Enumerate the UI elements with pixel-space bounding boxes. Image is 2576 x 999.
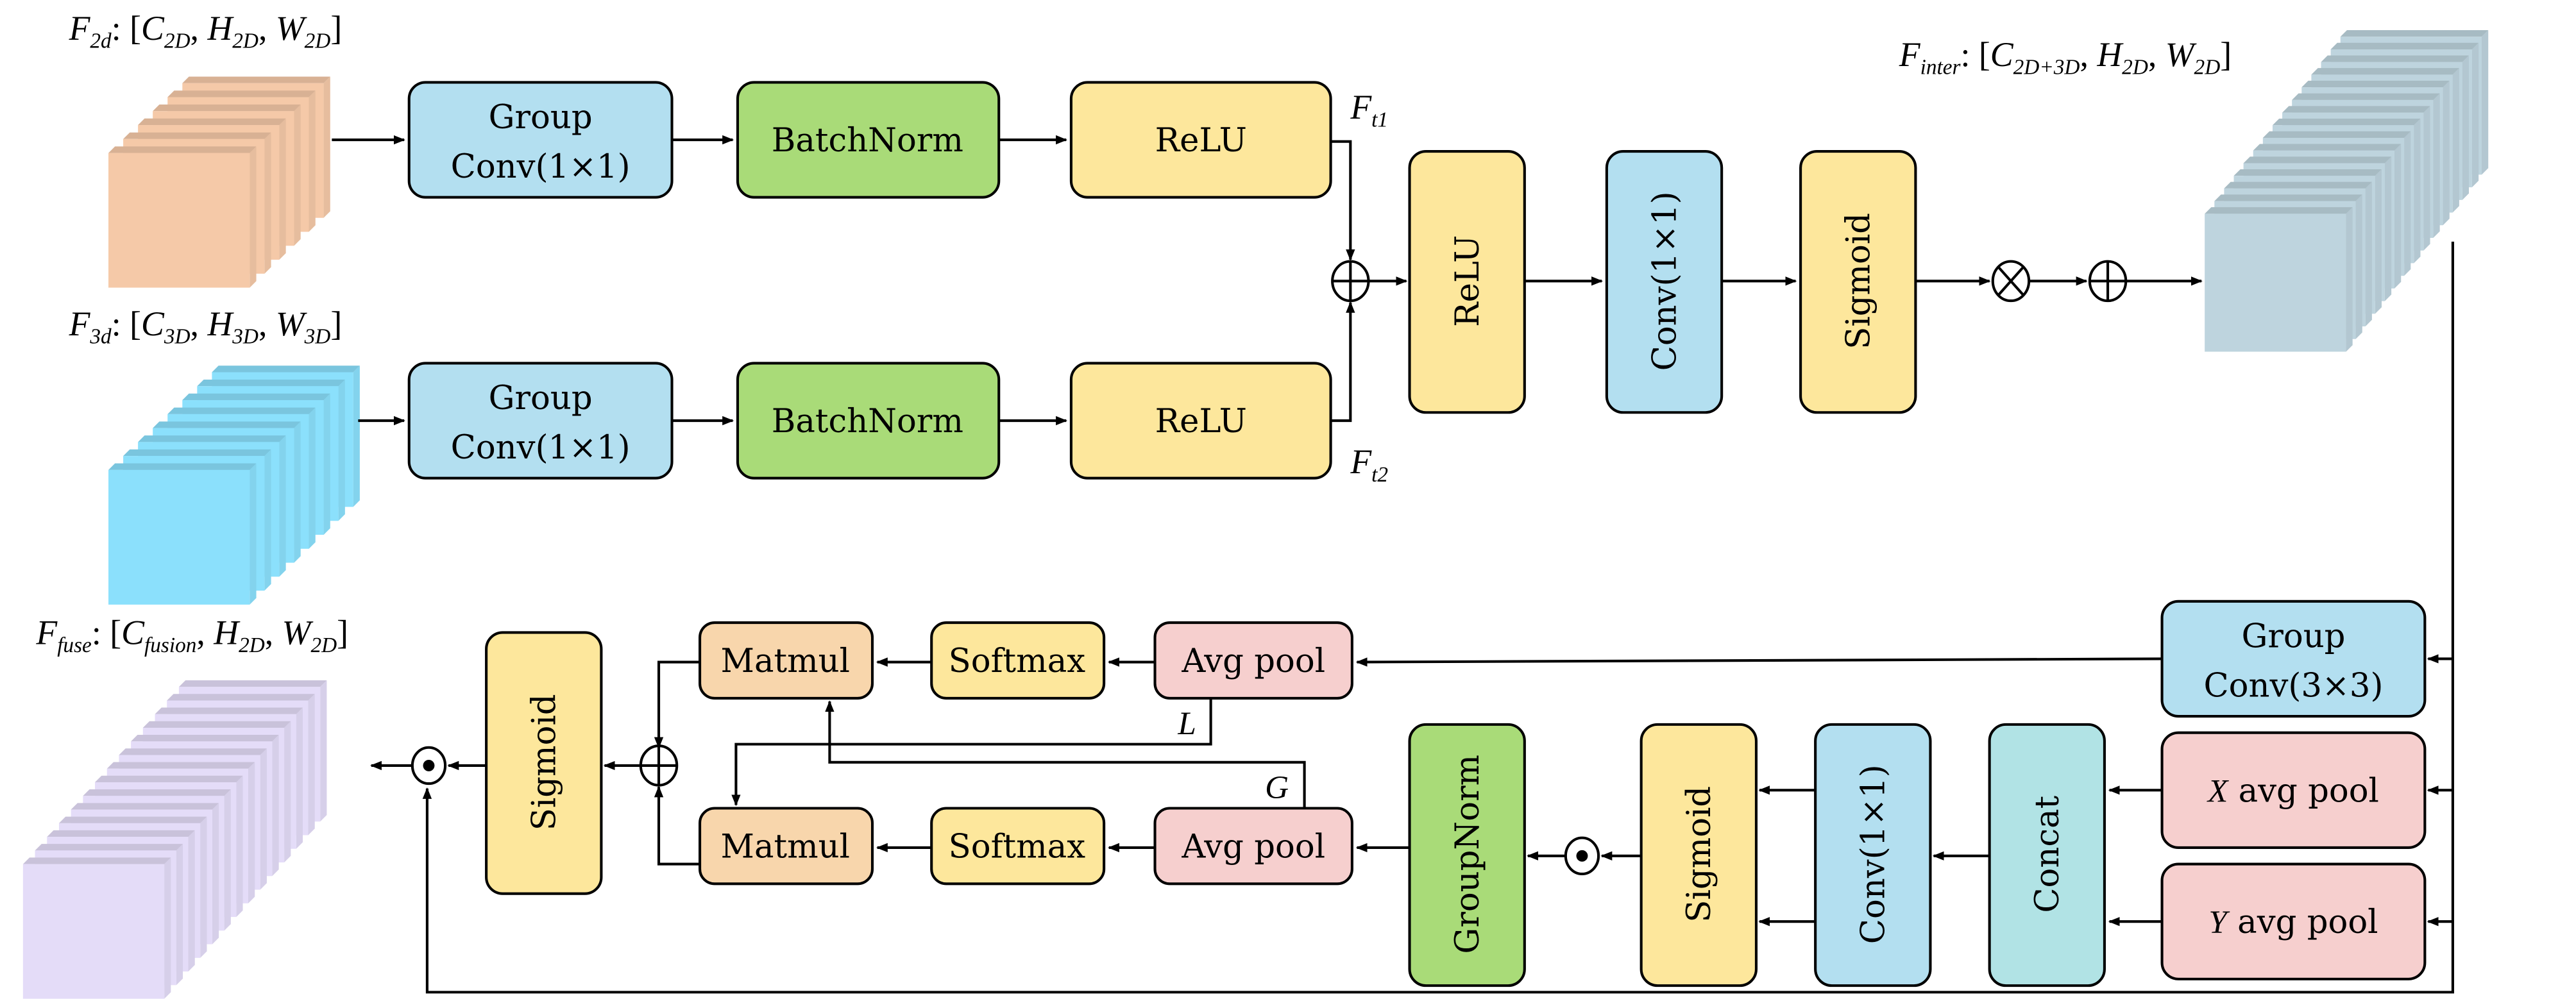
wire-matmul-bottom-to-add: [654, 785, 700, 866]
add-operator-2-icon: [2088, 260, 2128, 303]
top-relu-box: ReLU: [1069, 81, 1332, 199]
x-axis-symbol: X: [2207, 773, 2229, 809]
softmax-top-box: Softmax: [930, 621, 1106, 700]
wire-G-to-matmul-top: [825, 700, 1306, 809]
label-ft1: Ft1: [1350, 88, 1388, 132]
top-groupconv-box: Group Conv(1×1): [407, 81, 674, 199]
matmul-bottom-label: Matmul: [721, 827, 851, 866]
y-axis-symbol: Y: [2208, 904, 2230, 941]
lower-sigmoid-box: Sigmoid: [1640, 723, 1758, 987]
label-ft2: Ft2: [1350, 442, 1388, 487]
label-ffuse: Ffuse: [Cfusion, H2D, W2D]: [35, 613, 348, 657]
bottom-batchnorm-box: BatchNorm: [736, 362, 1001, 480]
wire-L-to-matmul-bottom: [731, 698, 1212, 807]
avgpool-top-box: Avg pool: [1153, 621, 1353, 700]
top-batchnorm-box: BatchNorm: [736, 81, 1001, 199]
avgpool-bottom-box: Avg pool: [1153, 807, 1353, 886]
hadamard-operator-icon: [1564, 836, 1600, 876]
feature-stack-inter: [2205, 30, 2489, 352]
feature-fuse-slab: [22, 857, 171, 999]
svg-text:Y avg pool: Y avg pool: [2208, 903, 2378, 941]
label-f3d: F3d: [C3D, H3D, W3D]: [69, 305, 343, 349]
fusion-sigmoid-box: Sigmoid: [1799, 149, 1917, 414]
bottom-groupconv-line1: Group: [489, 379, 593, 417]
bottom-relu-label: ReLU: [1155, 402, 1247, 441]
groupnorm-box: GroupNorm: [1408, 723, 1526, 987]
concat-box: Concat: [1988, 723, 2106, 987]
svg-text:X avg pool: X avg pool: [2207, 771, 2379, 810]
output-sigmoid-label: Sigmoid: [525, 694, 564, 830]
groupconv3-line2: Conv(3×3): [2203, 666, 2383, 705]
y-avgpool-box: Y avg pool: [2160, 862, 2427, 980]
bottom-batchnorm-label: BatchNorm: [772, 402, 963, 441]
bottom-relu-box: ReLU: [1069, 362, 1332, 480]
x-avgpool-label: avg pool: [2239, 771, 2379, 810]
softmax-bottom-box: Softmax: [930, 807, 1106, 886]
label-finter: Finter: [C2D+3D, H2D, W2D]: [1899, 35, 2232, 80]
bottom-groupconv-line2: Conv(1×1): [451, 428, 631, 467]
feature-stack-fuse: [22, 680, 327, 999]
groupconv3-line1: Group: [2241, 617, 2345, 656]
top-groupconv-line2: Conv(1×1): [451, 147, 631, 186]
output-sigmoid-box: Sigmoid: [485, 631, 603, 895]
fusion-relu-label: ReLU: [1448, 235, 1487, 327]
wire-finter-bus: [422, 241, 2454, 994]
top-batchnorm-label: BatchNorm: [772, 121, 963, 160]
groupnorm-label: GroupNorm: [1448, 755, 1487, 954]
bottom-groupconv-box: Group Conv(1×1): [407, 362, 674, 480]
add-operator-icon: [1331, 260, 1370, 303]
concat-label: Concat: [2028, 795, 2067, 912]
matmul-bottom-box: Matmul: [699, 807, 874, 886]
fusion-relu-box: ReLU: [1408, 149, 1526, 414]
fusion-conv-box: Conv(1×1): [1605, 149, 1724, 414]
softmax-top-label: Softmax: [949, 642, 1086, 680]
wire-ft2-to-add: [1330, 301, 1355, 423]
top-relu-label: ReLU: [1155, 121, 1247, 160]
feature-2d-slab: [108, 146, 257, 288]
add-operator-3-icon: [639, 744, 679, 787]
hadamard-operator-out-icon: [411, 746, 447, 785]
feature-inter-slab: [2205, 207, 2353, 352]
x-avgpool-box: X avg pool: [2160, 731, 2427, 850]
feature-3d-slab: [108, 463, 257, 605]
matmul-top-box: Matmul: [699, 621, 874, 700]
arrow-groupconv3-to-avgpool: [1355, 657, 2162, 667]
lower-sigmoid-label: Sigmoid: [1680, 786, 1718, 923]
label-G: G: [1265, 769, 1289, 806]
wire-ft1-to-add: [1330, 140, 1355, 261]
avgpool-bottom-label: Avg pool: [1181, 827, 1325, 866]
top-groupconv-line1: Group: [489, 98, 593, 137]
label-L: L: [1177, 705, 1196, 742]
avgpool-top-label: Avg pool: [1181, 642, 1325, 680]
feature-stack-2d: [108, 76, 330, 288]
lower-conv-label: Conv(1×1): [1854, 764, 1893, 944]
y-avgpool-label: avg pool: [2237, 903, 2378, 941]
lower-conv-box: Conv(1×1): [1814, 723, 1932, 987]
multiply-operator-icon: [1991, 260, 2031, 303]
wire-matmul-top-to-add: [654, 660, 700, 749]
fusion-conv-label: Conv(1×1): [1645, 191, 1684, 371]
softmax-bottom-label: Softmax: [949, 827, 1086, 866]
matmul-top-label: Matmul: [721, 642, 851, 680]
feature-stack-3d: [108, 365, 360, 605]
label-f2d: F2d: [C2D, H2D, W2D]: [69, 9, 343, 53]
fusion-sigmoid-label: Sigmoid: [1840, 213, 1878, 349]
groupconv3-box: Group Conv(3×3): [2160, 600, 2427, 718]
